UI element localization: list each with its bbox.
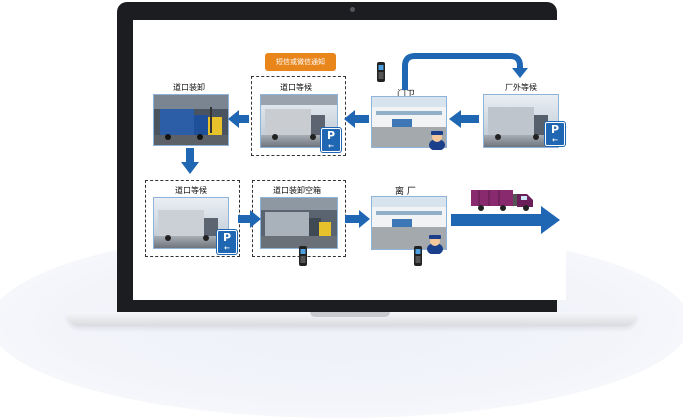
label-dock-wait-bottom: 道口等候: [175, 186, 207, 195]
photo-dock-unload: [153, 94, 229, 146]
security-guard-icon: [429, 131, 445, 150]
arrow-dockwait-to-unload: [239, 115, 249, 123]
photo-dock-wait-bottom: [153, 197, 229, 249]
truck-icon: [471, 190, 533, 211]
arrow-unload-down: [186, 148, 194, 162]
parking-sign-icon: P←: [217, 230, 237, 254]
arrow-wait-to-empty: [238, 215, 250, 223]
handheld-scanner-icon: [377, 62, 385, 82]
notice-badge: 短信或微信通知: [265, 53, 336, 71]
photo-dock-empty: [260, 197, 338, 249]
laptop-base: [67, 312, 637, 326]
handheld-scanner-icon: [414, 246, 422, 266]
arrow-wait-to-empty-head: [250, 210, 261, 228]
arrow-empty-to-leave-head: [359, 210, 370, 228]
label-dock-unload: 道口装卸: [173, 83, 205, 92]
arrow-unload-down-head: [181, 162, 199, 174]
arrow-gate-to-outside-head: [512, 68, 528, 78]
arrow-leave-out-head: [541, 206, 560, 234]
label-leave: 离 厂: [395, 187, 416, 197]
arrow-dockwait-to-unload-head: [228, 110, 239, 128]
arrow-empty-to-leave: [345, 215, 359, 223]
photo-outside-wait: [483, 94, 559, 148]
arrow-gate-to-dockwait-head: [344, 110, 355, 128]
flow-arrows: [181, 53, 560, 234]
label-gate: 门卫: [397, 90, 416, 100]
arrow-outside-to-gate: [461, 115, 479, 123]
label-outside-wait: 厂外等候: [505, 83, 537, 92]
photo-leave: [371, 196, 447, 250]
arrow-gate-to-dockwait: [355, 115, 369, 123]
label-dock-empty: 道口装卸空箱: [273, 186, 321, 195]
dock-wait-top-box: [251, 76, 346, 156]
arrow-leave-out: [451, 214, 543, 226]
screen: 短信或微信通知 道口装卸 道口等候 P← 门卫: [133, 20, 566, 300]
arrow-outside-to-gate-head: [449, 110, 461, 128]
label-dock-wait-top: 道口等候: [280, 83, 312, 92]
handheld-scanner-icon: [299, 246, 307, 266]
parking-sign-icon: P←: [545, 122, 565, 146]
security-guard-icon: [427, 235, 443, 254]
parking-sign-icon: P←: [321, 128, 341, 152]
camera-icon: [350, 7, 355, 12]
arrow-gate-to-outside: [402, 53, 523, 90]
laptop-notch: [310, 312, 390, 317]
